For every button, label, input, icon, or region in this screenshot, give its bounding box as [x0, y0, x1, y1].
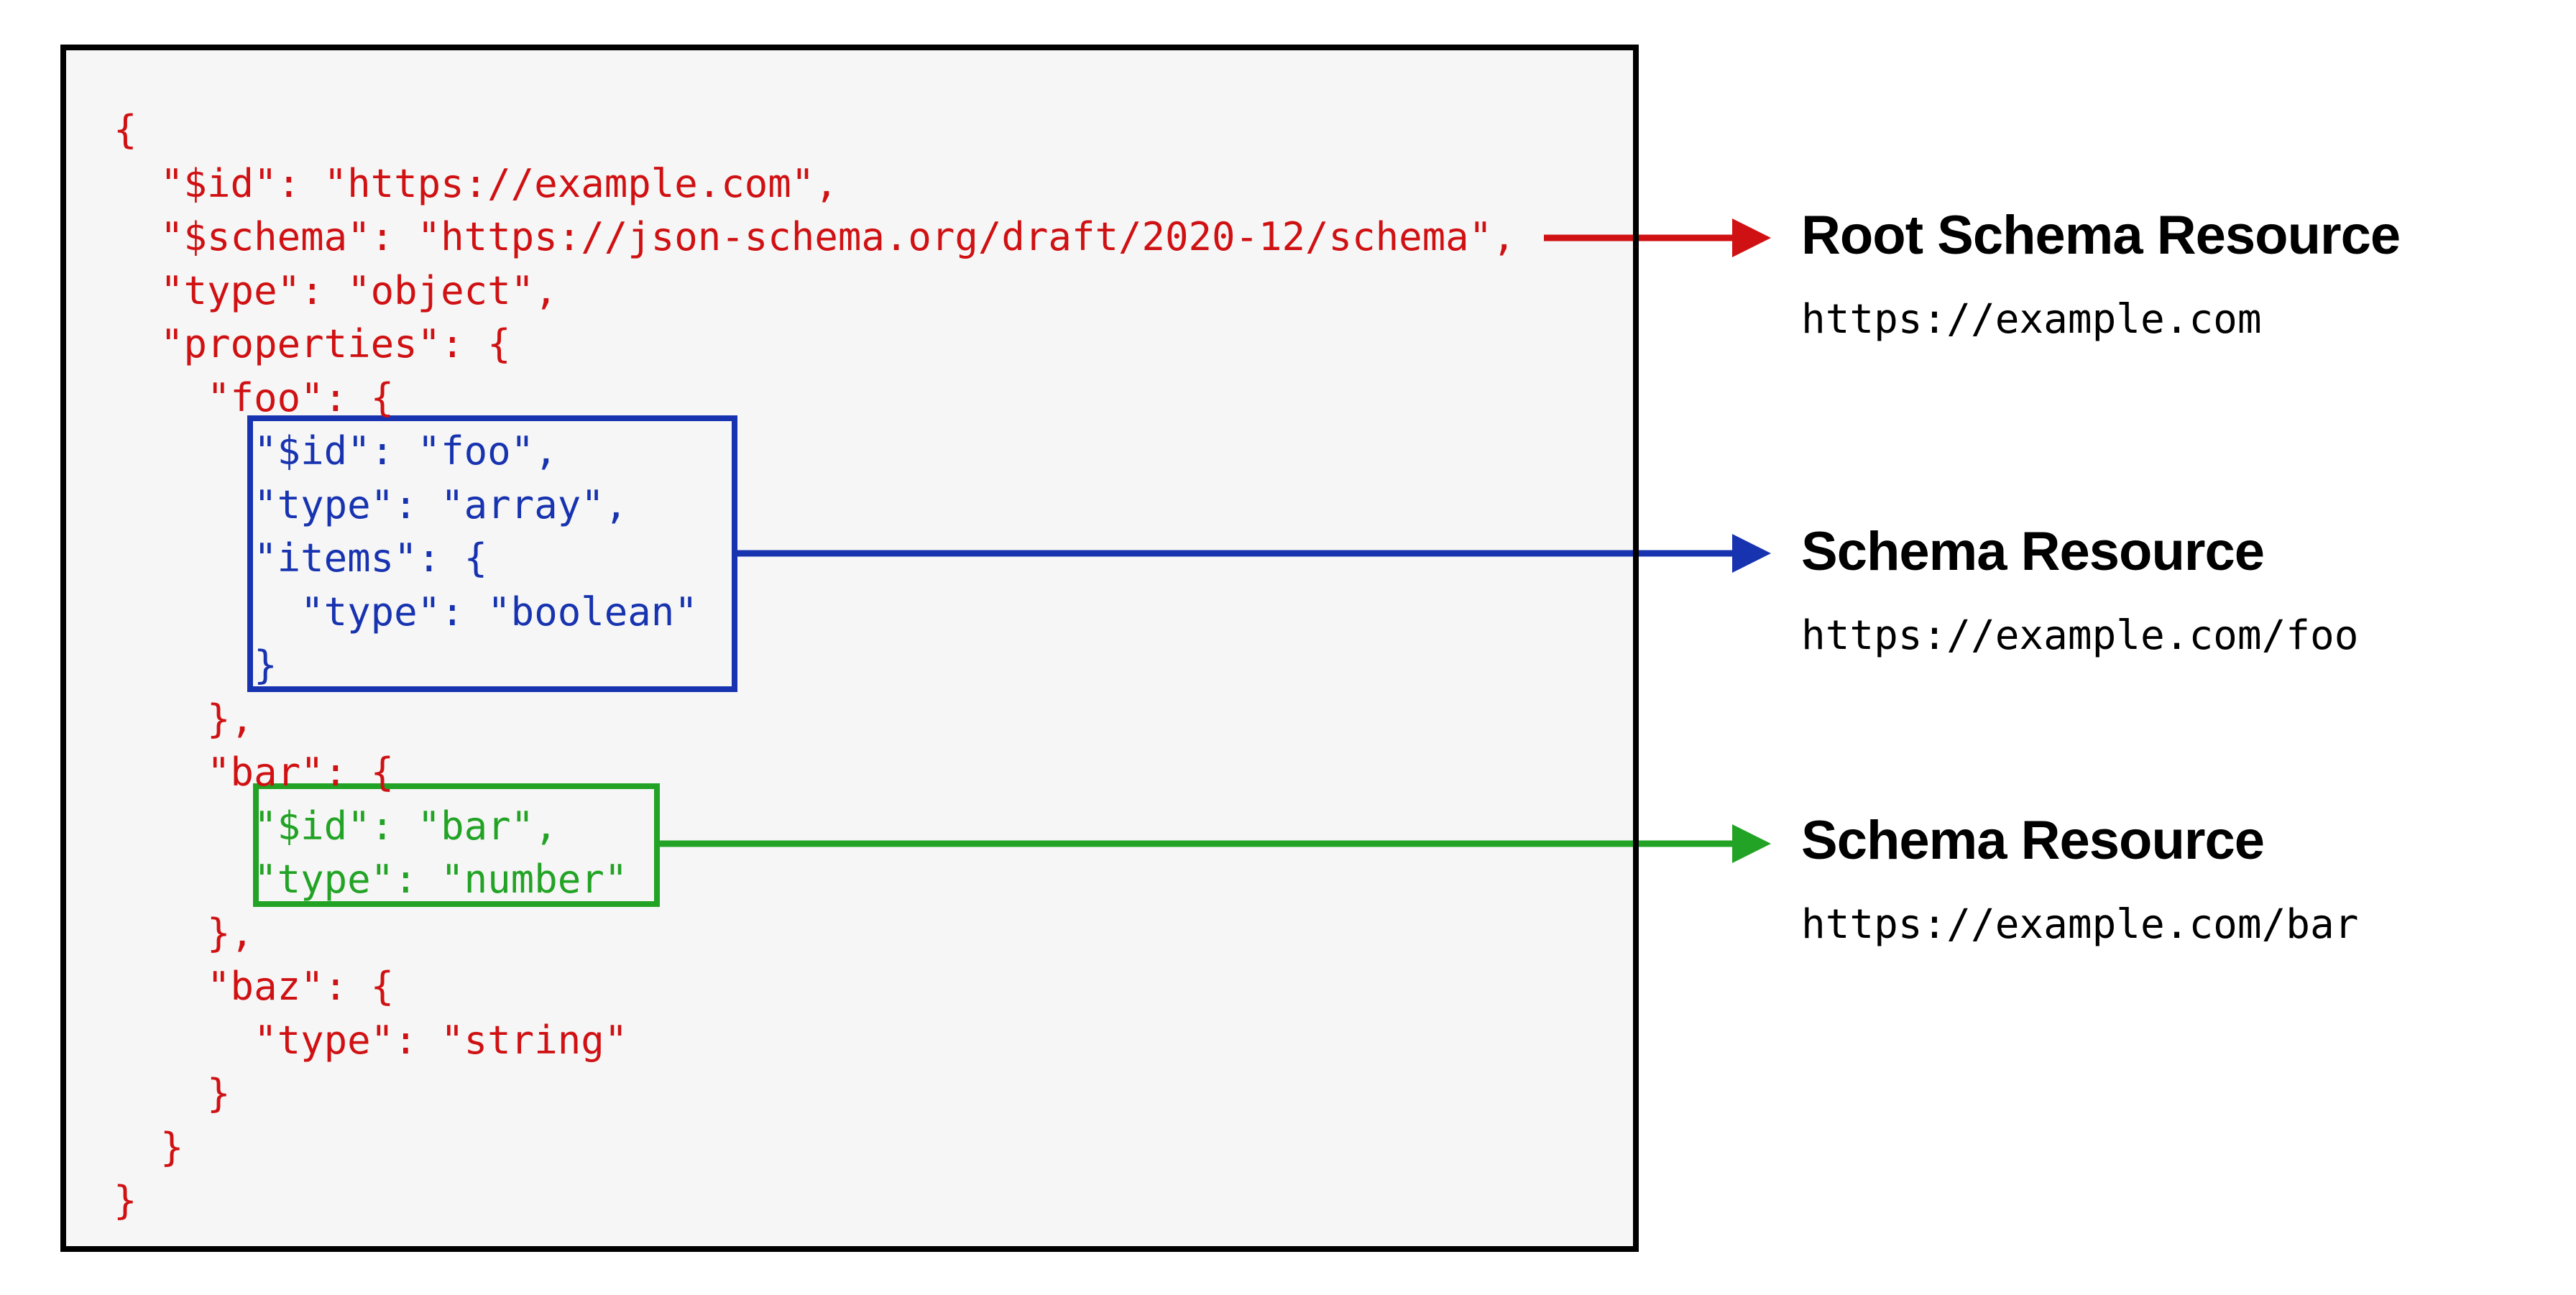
json-code-panel	[60, 45, 1639, 1252]
code-line: "type": "number"	[114, 857, 628, 902]
code-line: }	[114, 1071, 231, 1116]
annotation-url: https://example.com/foo	[1801, 612, 2359, 659]
code-line: "bar": {	[114, 750, 395, 795]
code-line: },	[114, 910, 254, 956]
root-schema-annotation: Root Schema Resource https://example.com	[1801, 203, 2401, 346]
code-line: "properties": {	[114, 321, 511, 367]
bar-schema-arrow-head	[1732, 824, 1771, 863]
foo-schema-arrow-head	[1732, 534, 1771, 573]
bar-schema-annotation: Schema Resource https://example.com/bar	[1801, 808, 2358, 951]
code-line: }	[114, 1124, 184, 1170]
annotation-title: Schema Resource	[1801, 810, 2265, 871]
json-code: { "$id": "https://example.com", "$schema…	[114, 103, 1516, 1228]
code-line: "type": "boolean"	[114, 589, 698, 635]
annotation-url: https://example.com	[1801, 296, 2262, 343]
annotation-url: https://example.com/bar	[1801, 901, 2359, 948]
annotation-title: Schema Resource	[1801, 521, 2265, 582]
code-line: }	[114, 1178, 137, 1223]
root-schema-arrow-head	[1732, 218, 1771, 257]
code-line: "baz": {	[114, 964, 395, 1009]
code-line: {	[114, 107, 137, 152]
code-line: "type": "array",	[114, 481, 628, 527]
code-line: "$id": "https://example.com",	[114, 160, 838, 206]
code-line: "$id": "foo",	[114, 428, 558, 474]
code-line: "$schema": "https://json-schema.org/draf…	[114, 214, 1516, 259]
code-line: }	[114, 642, 277, 688]
foo-schema-annotation: Schema Resource https://example.com/foo	[1801, 519, 2358, 662]
code-line: "items": {	[114, 535, 488, 581]
code-line: "foo": {	[114, 374, 395, 420]
code-line: "$id": "bar",	[114, 803, 558, 849]
code-line: "type": "object",	[114, 267, 558, 313]
annotation-title: Root Schema Resource	[1801, 205, 2401, 266]
code-line: "type": "string"	[114, 1017, 628, 1063]
code-line: },	[114, 696, 254, 742]
